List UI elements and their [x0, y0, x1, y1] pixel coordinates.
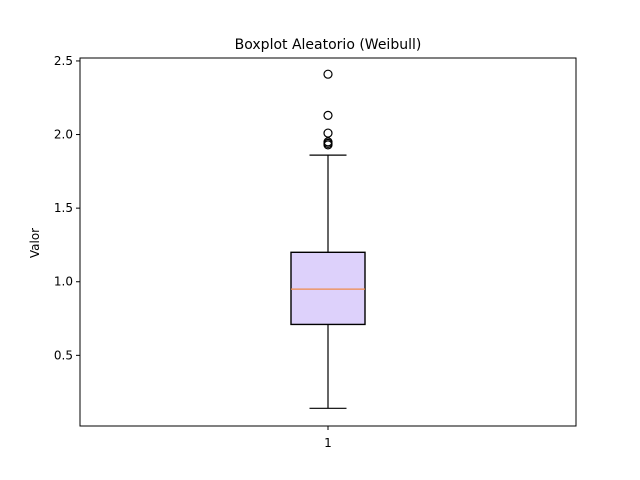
plot-area	[290, 69, 366, 409]
y-tick-label: 2.5	[54, 54, 73, 68]
y-tick-label: 1.0	[54, 275, 73, 289]
outlier-point	[323, 128, 333, 138]
x-tick-label: 1	[324, 436, 332, 450]
outlier-point	[323, 137, 333, 147]
outlier-point	[323, 69, 333, 79]
y-axis-label: Valor	[28, 228, 42, 258]
iqr-box	[290, 251, 366, 326]
y-tick-label: 0.5	[54, 348, 73, 362]
y-tick-label: 2.0	[54, 128, 73, 142]
chart-title: Boxplot Aleatorio (Weibull)	[235, 37, 422, 53]
outlier-point	[323, 110, 333, 121]
y-tick-label: 1.5	[54, 201, 73, 215]
